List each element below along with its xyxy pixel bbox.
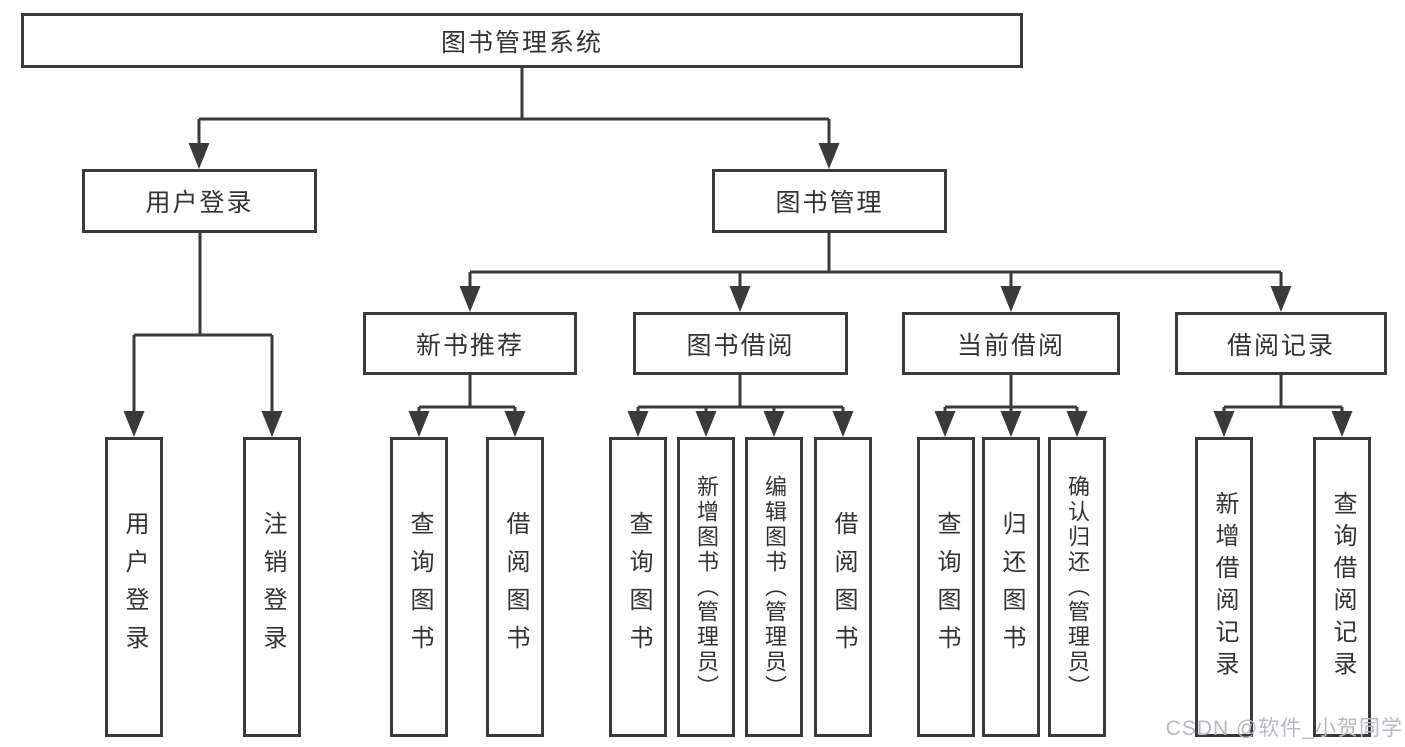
leaf-query-borrow-record: 查询借阅记录 bbox=[1313, 437, 1371, 737]
node-borrowing-records: 借阅记录 bbox=[1175, 312, 1387, 375]
leaf-query-books-current: 查询图书 bbox=[917, 437, 975, 737]
node-current-borrowing: 当前借阅 bbox=[902, 312, 1120, 375]
leaf-return-books: 归还图书 bbox=[982, 437, 1040, 737]
node-new-book-recommend: 新书推荐 bbox=[363, 312, 577, 375]
node-book-borrowing: 图书借阅 bbox=[633, 312, 848, 375]
leaf-add-borrow-record: 新增借阅记录 bbox=[1195, 437, 1253, 737]
leaf-query-books-borrow: 查询图书 bbox=[609, 437, 667, 737]
watermark: CSDN @软件_小贺同学 bbox=[1165, 717, 1403, 740]
leaf-borrow-books-recommend: 借阅图书 bbox=[486, 437, 544, 737]
node-user-login: 用户登录 bbox=[82, 169, 317, 233]
leaf-logout: 注销登录 bbox=[243, 437, 301, 737]
leaf-add-books-admin: 新增图书（管理员） bbox=[677, 437, 735, 737]
node-library-management-system: 图书管理系统 bbox=[21, 13, 1023, 68]
leaf-user-login: 用户登录 bbox=[105, 437, 163, 737]
arrowhead-icons bbox=[123, 143, 1353, 437]
leaf-query-books-recommend: 查询图书 bbox=[390, 437, 448, 737]
leaf-confirm-return-admin: 确认归还（管理员） bbox=[1048, 437, 1106, 737]
leaf-edit-books-admin: 编辑图书（管理员） bbox=[745, 437, 803, 737]
node-book-management: 图书管理 bbox=[712, 169, 947, 233]
leaf-borrow-books: 借阅图书 bbox=[814, 437, 872, 737]
